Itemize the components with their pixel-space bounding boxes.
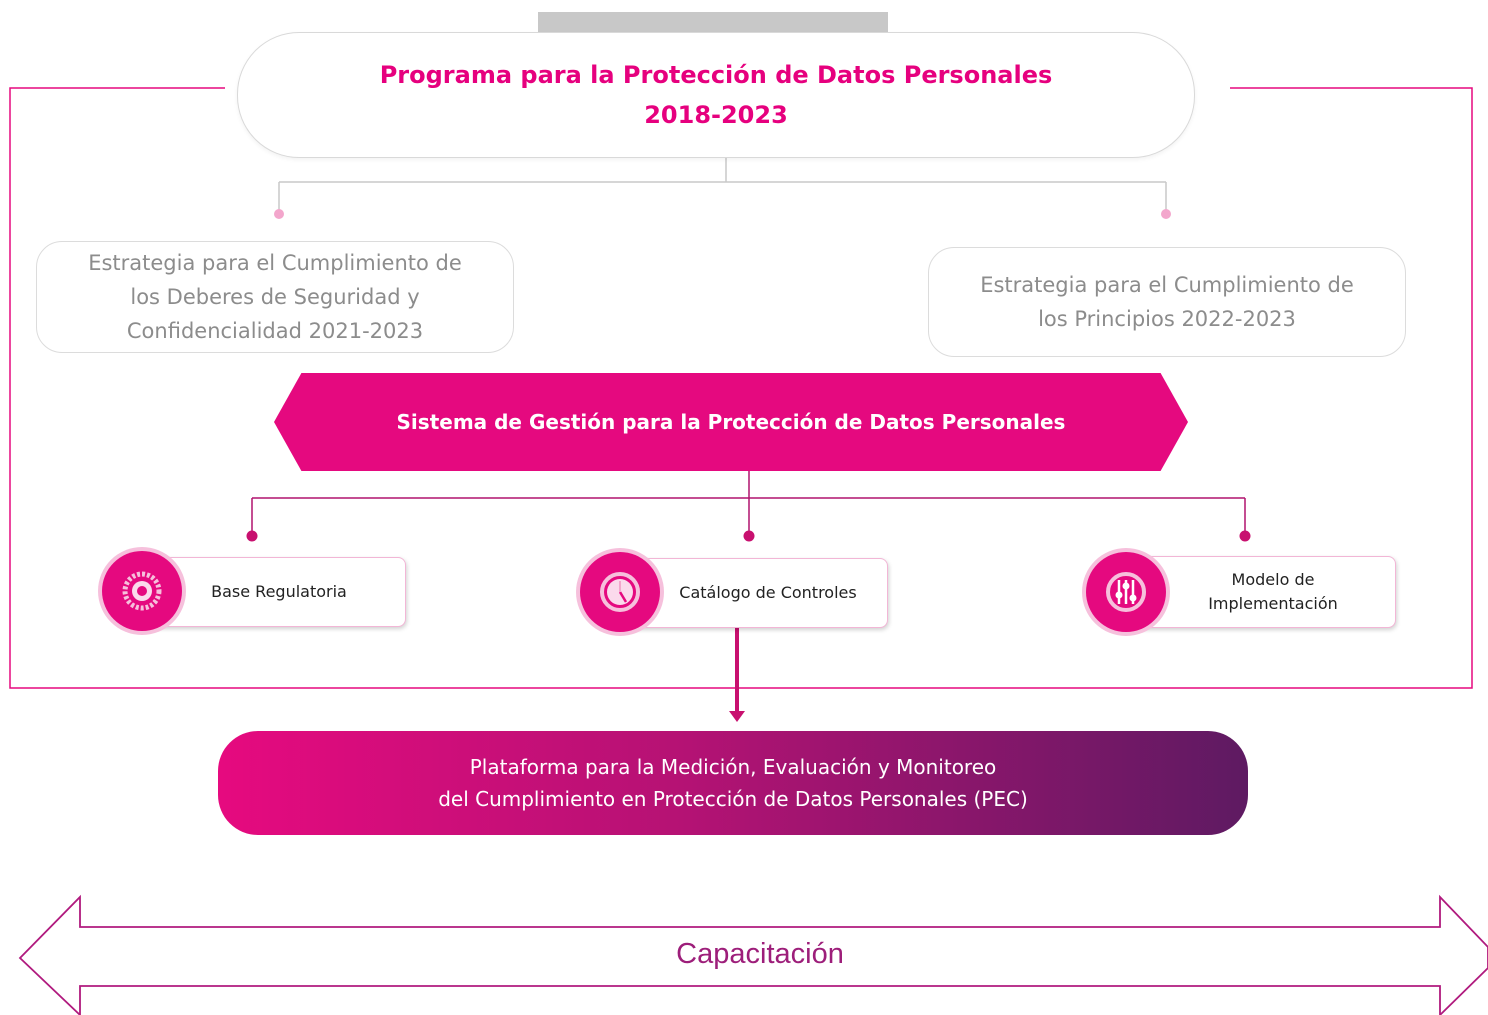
- connector-dot-catalogo: [743, 530, 755, 542]
- component-catalogo-label: Catálogo de Controles: [679, 583, 857, 602]
- sliders-icon: [1086, 552, 1166, 632]
- outer-frame: [9, 87, 1473, 689]
- component-modelo-implementacion: Modelo de Implementación: [1130, 556, 1396, 628]
- pec-platform-line1: Plataforma para la Medición, Evaluación …: [469, 755, 997, 779]
- arrowhead-down: [729, 711, 745, 722]
- system-branch-connector: [251, 471, 1246, 532]
- management-system-banner: Sistema de Gestión para la Protección de…: [274, 373, 1188, 471]
- program-title-box: Programa para la Protección de Datos Per…: [237, 32, 1195, 158]
- program-branch-connector: [278, 156, 1167, 210]
- strategy-security-line2: los Deberes de Seguridad y: [130, 285, 420, 309]
- connector-dot-modelo: [1239, 530, 1251, 542]
- pec-platform-box: Plataforma para la Medición, Evaluación …: [218, 731, 1248, 835]
- training-double-arrow: [18, 894, 1488, 1015]
- connector-dot-base: [246, 530, 258, 542]
- management-system-label: Sistema de Gestión para la Protección de…: [396, 410, 1066, 434]
- strategy-principles-line2: los Principios 2022-2023: [1038, 307, 1296, 331]
- component-modelo-line2: Implementación: [1208, 594, 1338, 613]
- training-label: Capacitación: [676, 938, 844, 970]
- strategy-principles-line1: Estrategia para el Cumplimiento de: [980, 273, 1354, 297]
- component-base-label: Base Regulatoria: [211, 582, 347, 601]
- strategy-security-line3: Confidencialidad 2021-2023: [126, 319, 424, 343]
- connector-dot-left: [274, 209, 284, 219]
- connector-dot-right: [1161, 209, 1171, 219]
- component-catalogo-controles: Catálogo de Controles: [622, 558, 888, 628]
- compass-icon: [580, 552, 660, 632]
- pec-platform-line2: del Cumplimiento en Protección de Datos …: [438, 787, 1028, 811]
- component-modelo-line1: Modelo de: [1231, 570, 1315, 589]
- program-title: Programa para la Protección de Datos Per…: [379, 61, 1053, 89]
- strategy-principles-box: Estrategia para el Cumplimiento de los P…: [928, 247, 1406, 357]
- program-period: 2018-2023: [644, 101, 788, 129]
- gauge-icon: [102, 551, 182, 631]
- strategy-security-box: Estrategia para el Cumplimiento de los D…: [36, 241, 514, 353]
- strategy-security-line1: Estrategia para el Cumplimiento de: [88, 251, 462, 275]
- component-base-regulatoria: Base Regulatoria: [138, 557, 406, 627]
